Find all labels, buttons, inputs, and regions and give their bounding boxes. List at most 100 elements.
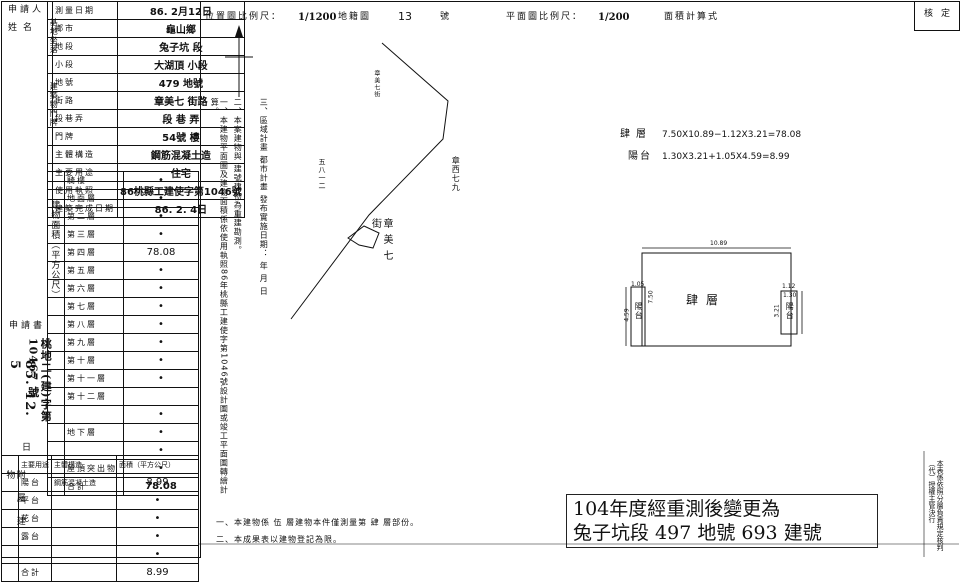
location-scale: 1/1200 [298,12,337,23]
info-label: 主體構造 [52,145,118,164]
floor-row: 第十一層 • [47,369,199,388]
floor-label: 第十二層 [64,387,124,406]
floor-value: • [123,315,199,334]
calc-floor-formula: 7.50X10.89−1.12X3.21=78.08 [662,130,802,140]
attach-struct [51,563,117,582]
info-row: 地段 兔子坑 段 [47,37,245,56]
attach-struct [51,509,117,528]
plan-balcony-left-label: 陽台 [634,302,644,320]
floor-label: 第八層 [64,315,124,334]
plan-dim-right2-label: 3.21 [773,304,781,318]
floor-label: 第七層 [64,297,124,316]
cadastral-label: 地籍圖 [338,12,372,22]
applicant-label: 申請人 [8,5,45,15]
info-row: 測量日期 86. 2月12日 [47,1,245,20]
road-label-b: 五八一二 [318,158,327,190]
header-line [199,1,959,2]
info-label: 地號 [52,73,118,92]
floor-label: 地面層 [64,189,124,208]
floor-value: • [123,351,199,370]
floor-row: 地下層 • [47,423,199,442]
info-row: 段巷弄 段 巷 弄 [47,109,245,128]
floor-label: 第九層 [64,333,124,352]
floor-label: 第十一層 [64,369,124,388]
road-outline [290,42,449,320]
floor-value [123,387,199,406]
floor-label: 第二層 [64,207,124,226]
floor-label: 第四層 [64,243,124,262]
verify-label: 核定 [924,9,959,19]
floor-row: 地面層 • [47,189,199,208]
floor-value: • [123,423,199,442]
floor-label: 第五層 [64,261,124,280]
building-group-label: 建築物門牌 [49,82,59,127]
floor-value: • [123,333,199,352]
plan-dim-left2-label: 1.05 [631,281,645,288]
lot-group-label: 基地坐落 [49,18,59,54]
attach-row: 陽台 鋼筋混凝土造 8.99 [1,473,199,492]
info-label: 地段 [52,37,118,56]
location-scale-label: 位置圖比例尺： [205,12,283,22]
applicant-date: 85. 12. 5 [6,360,37,417]
floor-row: 第十二層 [47,387,199,406]
plan-dim-right3-label: 1.30 [783,292,797,299]
plan-dim-right-label: 1.12 [782,283,796,290]
info-label: 段巷弄 [52,109,118,128]
floor-value: 78.08 [123,243,199,262]
info-label: 測量日期 [52,1,118,20]
calc-balcony-formula: 1.30X3.21+1.05X4.59=8.99 [662,152,790,162]
floor-value: • [123,225,199,244]
floor-label: 第六層 [64,279,124,298]
attach-header-row: 主要用途 主體構造 面積（平方公尺） [1,455,199,474]
plan-scale-label: 平面圖比例尺： [506,12,584,22]
floor-value: • [123,369,199,388]
applicant-doc-label: 申請書 [9,321,46,331]
plan-room [641,252,792,347]
plan-balcony-right [780,290,798,335]
attach-use: 合計 [18,563,52,582]
plan-dim-top-label: 10.89 [710,240,728,247]
authority-note: 本表係依照分層負責規定核判（代）授權主管決行 [928,460,945,551]
stamp-line-1: 104年度經重測後變更為 [573,498,781,520]
calc-balcony-label: 陽台 [628,151,652,162]
floor-value: • [123,189,199,208]
road-label-d: 章美七街 [369,218,393,266]
attach-area: 8.99 [116,563,199,582]
attachment-side-label: 附屬建物 [4,470,25,539]
attach-row: 合計 8.99 [1,563,199,582]
floor-row: 第五層 • [47,261,199,280]
attach-row: 露台 • [1,527,199,546]
floor-row: 騎樓 • [47,171,199,190]
attach-row: 平台 • [1,491,199,510]
floor-label: 地下層 [64,423,124,442]
floor-row: 第二層 • [47,207,199,226]
floor-row: 第九層 • [47,333,199,352]
calc-floor-label: 肆層 [620,129,652,140]
info-label: 街路 [52,91,118,110]
floor-row: 第十層 • [47,351,199,370]
floor-value: • [123,261,199,280]
info-label: 門牌 [52,127,118,146]
bottom-note-1: 一、本建物係 伍 層建物本件僅測量第 肆 層部份。 [216,518,420,527]
applicant-ref: 桃地二(建)字第 10467 號 [26,338,53,423]
info-label: 鄉市 [52,19,118,38]
name-label: 姓名 [8,23,39,33]
plan-balcony-left [630,286,646,347]
floor-value: • [123,171,199,190]
attach-struct [51,545,117,564]
floor-area-table: 騎樓 • 地面層 • 第二層 • 第三層 • 第四層 78.08 第五層 • 第… [47,171,199,496]
attach-area: • [116,545,199,564]
attachment-table: 主要用途 主體構造 面積（平方公尺） 陽台 鋼筋混凝土造 8.99 平台 • 花… [1,455,199,582]
cadastral-no: 13 [398,10,412,23]
attach-area: • [116,491,199,510]
floor-row: 第六層 • [47,279,199,298]
cadastral-unit: 號 [440,12,450,22]
building-footprint [347,225,380,249]
road-label-a: 章美七街 [372,70,380,98]
attach-area-header: 面積（平方公尺） [116,455,199,474]
attach-struct: 鋼筋混凝土造 [51,473,117,492]
plan-balcony-right-label: 陽台 [785,302,795,320]
floor-row: 第三層 • [47,225,199,244]
info-row: 門牌 54號 樓 [47,127,245,146]
area-group-label: 建物面積（平方公尺） [49,200,60,300]
